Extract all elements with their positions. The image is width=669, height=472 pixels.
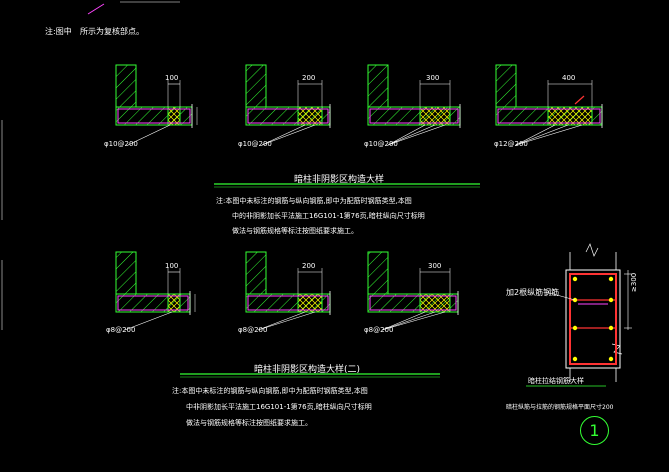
header-marks (87, 1, 180, 15)
bottom-dim-1: 100 (165, 262, 179, 270)
bottom-rebar-label-1: φ8@200 (106, 326, 136, 334)
column-detail (526, 243, 632, 387)
detail-bottom-3 (367, 251, 459, 331)
section2-note-2: 中非阴影加长平法施工16G101-1第76页,暗柱纵向尺寸标明 (186, 403, 372, 411)
note-top-prefix: 注:图中 (45, 27, 72, 36)
detail-top-4 (495, 64, 603, 146)
top-dim-1: 100 (165, 74, 179, 82)
section2-title-underline (180, 373, 440, 378)
top-rebar-label-1: φ10@200 (104, 140, 138, 148)
section2-title: 暗柱非阴影区构造大样(二) (254, 365, 361, 375)
section1-note-2: 中的非阴影加长平法施工16G101-1第76页,暗柱纵向尺寸标明 (232, 212, 425, 220)
detail-top-1 (115, 64, 198, 146)
section1-note-1: 注:本图中未标注的钢筋与纵向钢筋,即中为配筋时钢筋类型,本图 (216, 197, 412, 205)
top-dim-2: 200 (302, 74, 316, 82)
bottom-rebar-label-3: φ8@200 (364, 326, 394, 334)
column-detail-dim: ≥300 (630, 272, 638, 292)
bottom-dim-3: 300 (428, 262, 442, 270)
section1-note-3: 做法与钢筋规格等标注按图纸要求施工。 (232, 227, 358, 235)
section2-note-3: 做法与钢筋规格等标注按图纸要求施工。 (186, 419, 312, 427)
top-dim-4: 400 (562, 74, 576, 82)
bottom-dim-2: 200 (302, 262, 316, 270)
column-detail-caption: 暗柱拉结钢筋大样 (528, 377, 584, 385)
detail-top-3 (367, 64, 461, 146)
section1-title-underline (214, 183, 480, 188)
detail-number-circle: 1 (580, 416, 609, 445)
detail-bottom-1 (115, 251, 196, 331)
top-rebar-label-2: φ10@200 (238, 140, 272, 148)
detail-top-2 (245, 64, 331, 146)
note-top-text: 所示为复核部点。 (80, 27, 144, 36)
top-dim-3: 300 (426, 74, 440, 82)
section2-note-1: 注:本图中未标注的钢筋与纵向钢筋,即中为配筋时钢筋类型,本图 (172, 387, 368, 395)
top-rebar-label-3: φ10@200 (364, 140, 398, 148)
section1-title: 暗柱非阴影区构造大样 (294, 175, 385, 185)
column-detail-subcaption: 暗柱纵筋与拉筋的钢筋规格平面尺寸200 (506, 404, 614, 411)
bottom-rebar-label-2: φ8@200 (238, 326, 268, 334)
top-rebar-label-4: φ12@200 (494, 140, 528, 148)
detail-bottom-2 (245, 251, 331, 331)
column-detail-label: 加2根纵筋钢筋 (506, 288, 560, 297)
